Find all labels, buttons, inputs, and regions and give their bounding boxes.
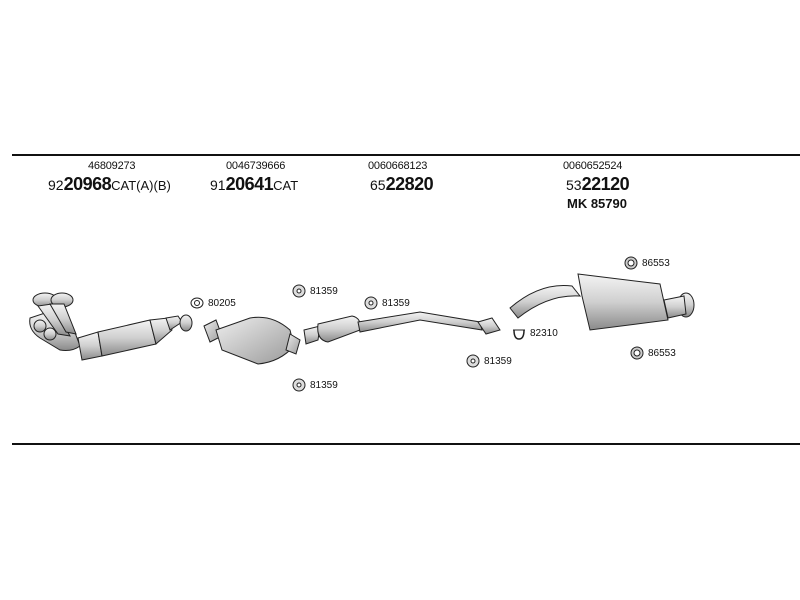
group3-ref: 0060668123 [368, 160, 428, 172]
catalytic-converter [203, 316, 301, 365]
group2-prefix: 91 [210, 177, 226, 193]
rubber-hanger-icon [292, 378, 306, 392]
flange-gasket-icon [190, 297, 204, 309]
center-silencer [303, 311, 483, 345]
rubber-hanger-icon [292, 284, 306, 298]
callout-ring-bottom-label: 86553 [648, 347, 676, 359]
bottom-rule [12, 443, 800, 445]
u-clamp-icon [513, 329, 525, 340]
group4-number: 22120 [581, 174, 630, 194]
group4-partnumber: 5322120 [566, 174, 630, 195]
group1-suffix: CAT(A)(B) [111, 178, 171, 193]
group3-prefix: 65 [370, 177, 386, 193]
group4-prefix: 53 [566, 177, 582, 193]
rear-muffler [509, 273, 695, 331]
group1-ref: 46809273 [88, 160, 136, 172]
rubber-ring-icon [630, 346, 644, 360]
callout-clamp-label: 82310 [530, 327, 558, 339]
callout-hanger-a: 81359 [292, 284, 338, 298]
group3-partnumber: 6522820 [370, 174, 434, 195]
group1-number: 20968 [63, 174, 112, 194]
callout-hanger-d-label: 81359 [484, 355, 512, 367]
rear-pipe [477, 317, 501, 335]
callout-hanger-a-label: 81359 [310, 285, 338, 297]
group2-partnumber: 9120641CAT [210, 174, 298, 195]
group2-number: 20641 [225, 174, 274, 194]
callout-ring-top: 86553 [624, 256, 670, 270]
group4-extra: MK 85790 [567, 196, 627, 211]
group1-prefix: 92 [48, 177, 64, 193]
callout-gasket-80205: 80205 [190, 296, 236, 310]
group2-ref: 0046739666 [226, 160, 286, 172]
exhaust-manifold [29, 292, 81, 351]
callout-ring-bottom: 86553 [630, 346, 676, 360]
top-rule [12, 154, 800, 156]
group4-ref: 0060652524 [563, 160, 623, 172]
callout-clamp-82310: 82310 [512, 326, 558, 340]
rubber-hanger-icon [364, 296, 378, 310]
callout-hanger-b-label: 81359 [310, 379, 338, 391]
group2-suffix: CAT [273, 178, 299, 193]
callout-hanger-b: 81359 [292, 378, 338, 392]
callout-ring-top-label: 86553 [642, 257, 670, 269]
callout-gasket-label: 80205 [208, 297, 236, 309]
rubber-hanger-icon [466, 354, 480, 368]
group1-partnumber: 9220968CAT(A)(B) [48, 174, 171, 195]
callout-hanger-c-label: 81359 [382, 297, 410, 309]
rubber-ring-icon [624, 256, 638, 270]
front-catalyst-pipe [77, 314, 193, 361]
callout-hanger-d: 81359 [466, 354, 512, 368]
group3-number: 22820 [385, 174, 434, 194]
callout-hanger-c: 81359 [364, 296, 410, 310]
